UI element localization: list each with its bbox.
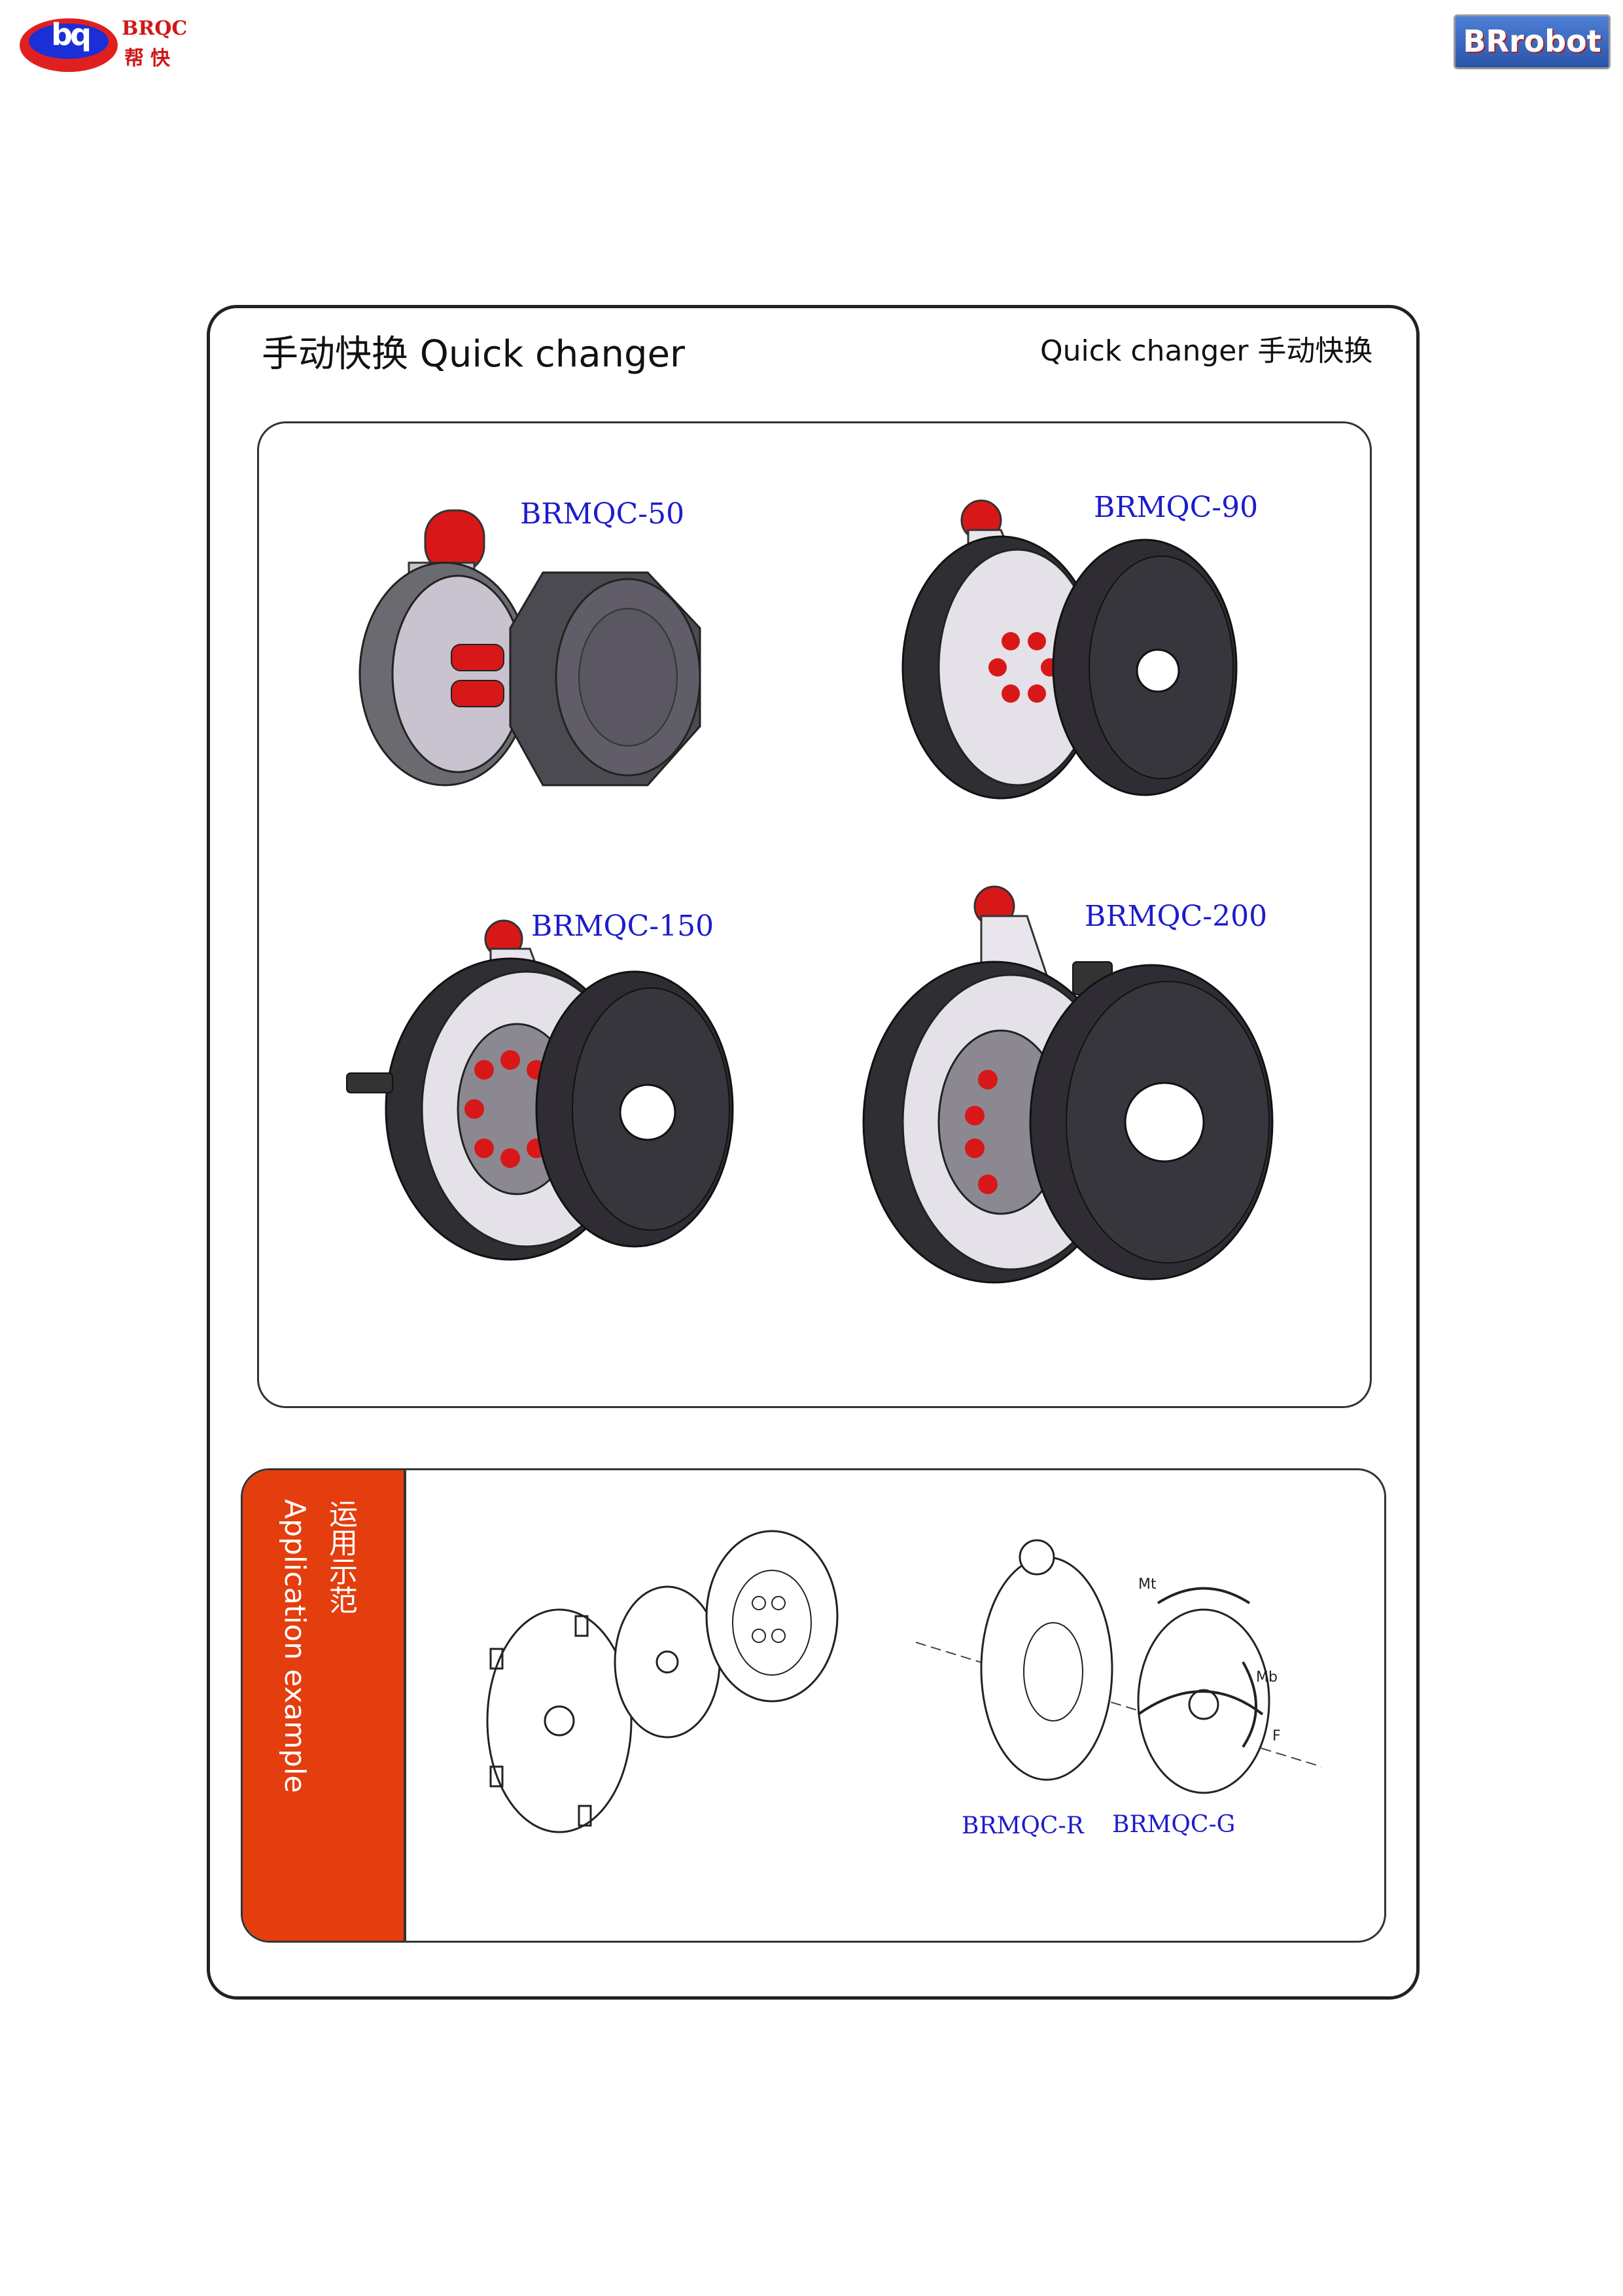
- force-moment-diagram: Mt Mb F: [915, 1539, 1322, 1794]
- product-label-brmqc-150: BRMQC-150: [531, 910, 714, 943]
- brmqc-50-illustration: [358, 509, 701, 786]
- product-label-brmqc-90: BRMQC-90: [1094, 491, 1259, 524]
- product-gallery-frame: [257, 421, 1372, 1408]
- label-brmqc-g: BRMQC-G: [1112, 1811, 1236, 1838]
- section-title: 手动快换 Quick changer: [262, 333, 686, 376]
- product-label-brmqc-200: BRMQC-200: [1085, 900, 1268, 933]
- label-brmqc-r: BRMQC-R: [962, 1812, 1084, 1839]
- application-band: 运用示范 Application example: [243, 1470, 406, 1941]
- brmqc-150-illustration: [346, 919, 734, 1261]
- logo-brand: BRQC: [122, 17, 188, 40]
- moment-mt-label: Mt: [1138, 1576, 1157, 1593]
- exploded-assembly-drawing: [486, 1530, 839, 1833]
- brmqc-200-illustration: [862, 885, 1274, 1284]
- product-label-brmqc-50: BRMQC-50: [520, 497, 685, 531]
- application-example-frame: 运用示范 Application example: [241, 1468, 1386, 1943]
- application-band-text: 运用示范 Application example: [271, 1499, 363, 1793]
- outer-frame: [207, 305, 1420, 2000]
- brmqc-90-illustration: [901, 499, 1238, 800]
- section-subtitle: Quick changer 手动快换: [1040, 334, 1373, 368]
- application-band-cn: 运用示范: [324, 1499, 357, 1614]
- force-f-label: F: [1272, 1728, 1281, 1744]
- application-band-en: Application example: [278, 1499, 311, 1793]
- brrobot-logo: BRrobot: [1454, 14, 1611, 69]
- moment-mb-label: Mb: [1256, 1669, 1278, 1686]
- brqc-logo: bq BRQC 帮快: [20, 14, 190, 73]
- logo-mark: bq: [51, 17, 92, 52]
- logo-oval-inner: [29, 24, 109, 59]
- logo-brand-cn: 帮快: [124, 47, 177, 70]
